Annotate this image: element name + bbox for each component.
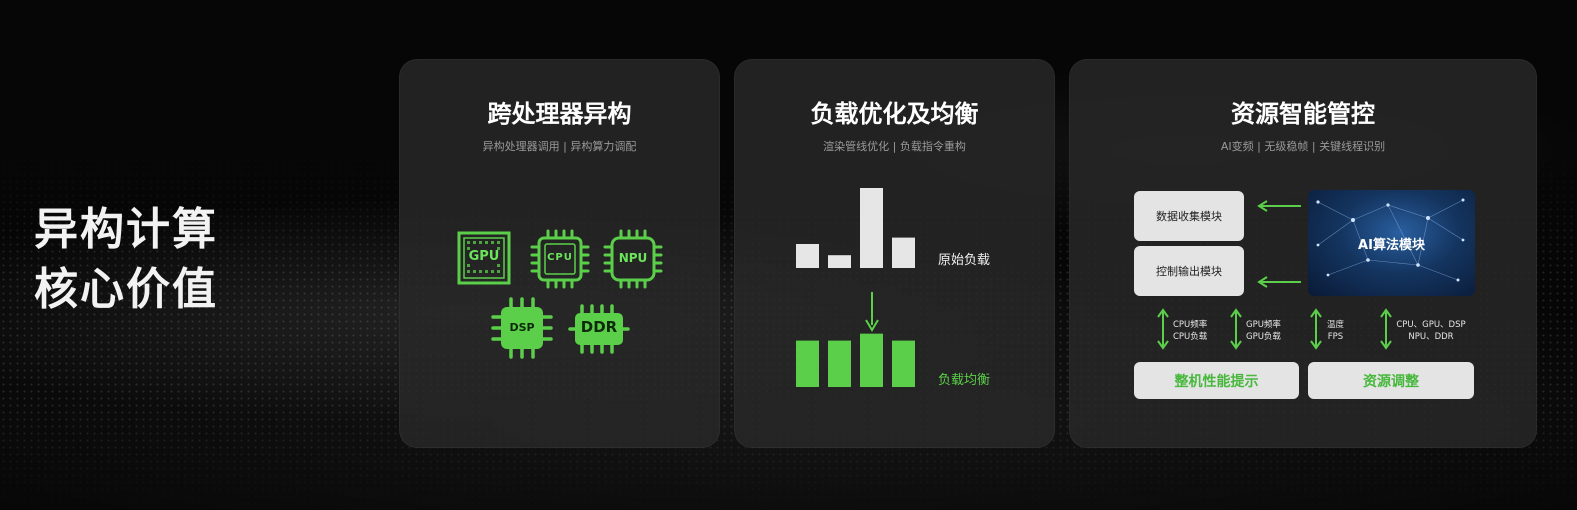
original-load-bar-2 [828,255,851,268]
metric-gpu-freq: GPU频率 [1246,320,1281,330]
headline-line-2: 核心价值 [34,264,218,315]
metric-cpu-freq: CPU频率 [1173,320,1208,330]
npu-chip-icon: NPU [603,229,663,289]
ddr-chip-label: DDR [580,318,618,336]
neural-network-icon [1316,198,1465,282]
card-subtitle: AI变频 | 无级稳帧 | 关键线程识别 [1220,140,1386,153]
balanced-load-bar-3 [860,333,883,387]
original-load-bar-4 [892,237,915,268]
card-title: 负载优化及均衡 [810,100,979,128]
balanced-load-bar-4 [892,340,915,387]
card-title: 资源智能管控 [1231,100,1375,128]
card-title: 跨处理器异构 [487,100,632,128]
ai-module-label: AI算法模块 [1358,238,1425,253]
metric-hardware: CPU、GPU、DSP NPU、DDR [1393,319,1469,343]
ai-algorithm-module: AI算法模块 [1308,190,1475,296]
arrow-updown-icon [1230,308,1242,350]
arrow-left-icon [1257,200,1301,212]
card-subtitle: 异构处理器调用 | 异构算力调配 [482,140,637,153]
performance-hint-box: 整机性能提示 [1134,362,1299,399]
gpu-chip-label: GPU [468,249,500,264]
balanced-load-bar-2 [828,340,851,387]
headline: 异构计算 核心价值 [34,200,218,320]
resource-adjust-box: 资源调整 [1308,362,1474,399]
metric-gpu: GPU频率 GPU负载 [1246,319,1281,343]
original-load-bar-3 [860,188,883,268]
card-subtitle: 渲染管线优化 | 负载指令重构 [823,140,966,153]
metric-cpu: CPU频率 CPU负载 [1173,319,1207,343]
arrow-updown-icon [1310,308,1322,350]
metric-hw-line-1: CPU、GPU、DSP [1396,320,1466,330]
headline-line-1: 异构计算 [34,204,218,255]
control-output-module: 控制输出模块 [1134,246,1244,296]
metric-cpu-load: CPU负载 [1173,332,1208,342]
metric-gpu-load: GPU负载 [1246,332,1281,342]
balanced-load-label: 负载均衡 [938,373,991,388]
original-load-bar-1 [796,244,819,268]
dsp-chip-label: DSP [509,321,535,334]
ddr-chip-icon: DDR [568,304,630,354]
original-load-label: 原始负载 [938,253,991,268]
card-cross-processor: 跨处理器异构 异构处理器调用 | 异构算力调配 GPU CPU [399,59,720,448]
arrow-updown-icon [1157,308,1169,350]
gpu-chip-icon: GPU [457,231,511,285]
data-collect-module: 数据收集模块 [1134,191,1244,241]
cpu-chip-label: CPU [547,252,573,263]
dsp-chip-icon: DSP [491,297,553,359]
npu-chip-label: NPU [618,251,648,265]
load-bars-chart [796,188,915,387]
cpu-chip-icon: CPU [530,229,590,289]
metric-fps: FPS [1327,332,1344,342]
metric-temp: 温度 FPS [1327,319,1344,343]
arrow-down-icon [865,292,879,332]
balanced-load-bar-1 [796,340,819,387]
arrow-left-icon [1257,276,1301,288]
card-resource-control: 资源智能管控 AI变频 | 无级稳帧 | 关键线程识别 数据收集模块 控制输出模… [1069,59,1537,448]
card-load-balance: 负载优化及均衡 渲染管线优化 | 负载指令重构 原始负载 负载均衡 [734,59,1055,448]
metric-hw-line-2: NPU、DDR [1408,332,1454,342]
metric-temperature: 温度 [1327,320,1345,330]
arrow-updown-icon [1380,308,1392,350]
